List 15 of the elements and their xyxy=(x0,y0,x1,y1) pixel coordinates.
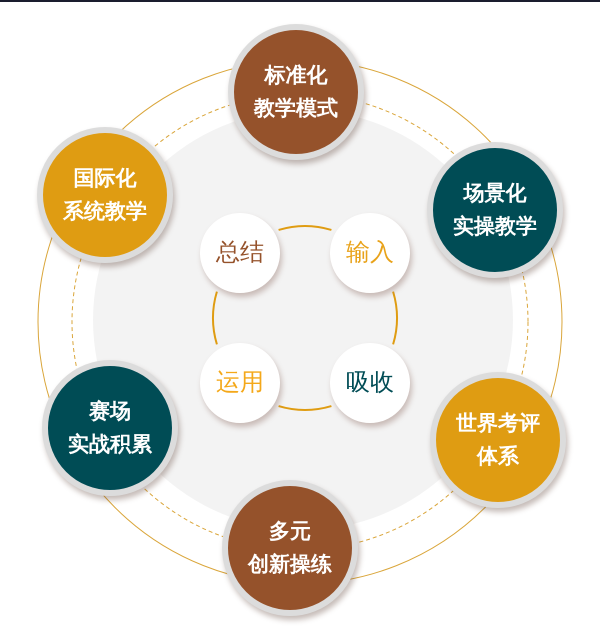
circle-label: 输入 xyxy=(346,237,394,268)
circle-label: 多元创新操练 xyxy=(248,518,332,578)
connector-arc xyxy=(278,405,332,411)
feature-circle xyxy=(42,360,178,496)
circle-label: 总结 xyxy=(216,237,264,268)
circle-label: 场景化实操教学 xyxy=(453,180,537,240)
circle-label: 标准化教学模式 xyxy=(254,62,338,122)
circle-label: 国际化系统教学 xyxy=(63,165,147,225)
circle-label: 世界考评体系 xyxy=(456,410,540,470)
circle-label: 吸收 xyxy=(346,367,394,398)
circle-label: 运用 xyxy=(216,367,264,398)
connector-arc xyxy=(392,291,398,345)
connector-arc xyxy=(212,291,218,345)
connector-arc xyxy=(278,225,332,231)
circle-label: 赛场实战积累 xyxy=(68,398,152,458)
